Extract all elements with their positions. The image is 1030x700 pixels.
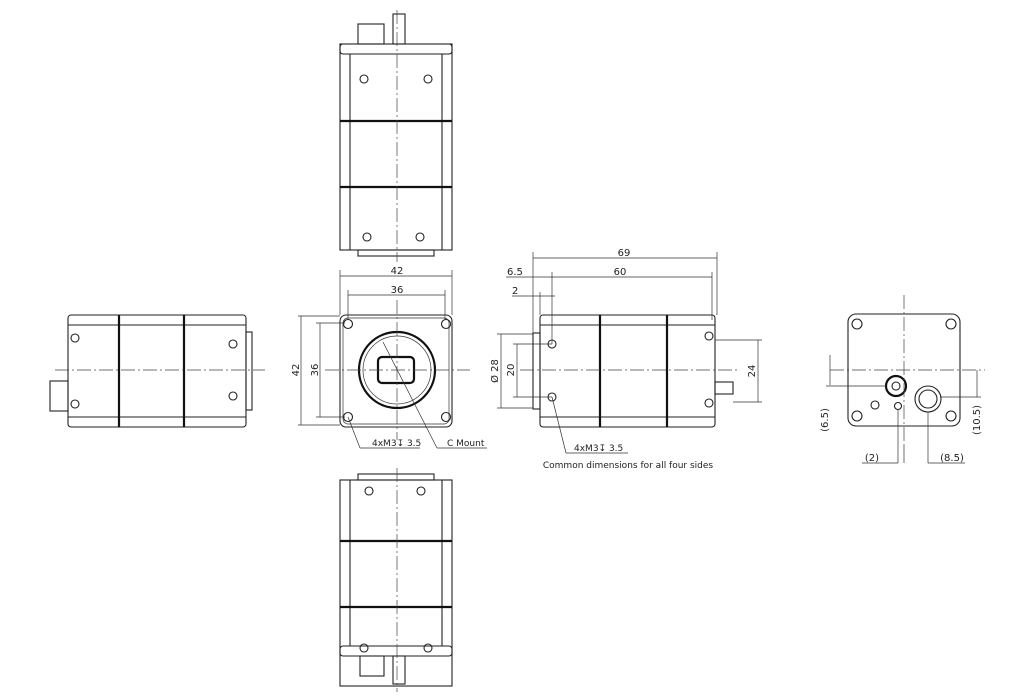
side-total-length-label: 69 bbox=[618, 248, 631, 259]
side-mount-diameter-label: Ø 28 bbox=[489, 359, 501, 383]
front-width-outer-label: 42 bbox=[391, 266, 404, 277]
side-mount-offset-label: 6.5 bbox=[507, 267, 523, 278]
rear-left-vertical-label: (6.5) bbox=[820, 408, 831, 432]
side-view bbox=[497, 252, 762, 454]
side-flange-offset-label: 2 bbox=[512, 286, 518, 297]
side-hole-spacing-label: 20 bbox=[506, 364, 517, 377]
rear-view bbox=[826, 295, 985, 464]
front-screw-callout: 4xM3↧ 3.5 bbox=[372, 439, 421, 449]
front-mount-callout: C Mount bbox=[447, 439, 485, 449]
front-height-holes-label: 36 bbox=[310, 364, 321, 377]
rear-right-vertical-label: (10.5) bbox=[972, 405, 983, 435]
front-view bbox=[298, 270, 487, 449]
side-body-length-label: 60 bbox=[614, 267, 627, 278]
top-view bbox=[339, 10, 453, 262]
rear-bottom-left-label: (2) bbox=[865, 453, 879, 464]
bottom-view bbox=[339, 468, 453, 692]
rear-bottom-right-label: (8.5) bbox=[940, 453, 964, 464]
front-height-outer-label: 42 bbox=[291, 364, 302, 377]
side-screw-callout: 4xM3↧ 3.5 bbox=[574, 444, 623, 454]
front-width-holes-label: 36 bbox=[391, 285, 404, 296]
common-dimensions-note: Common dimensions for all four sides bbox=[543, 461, 714, 471]
left-view bbox=[49, 314, 265, 428]
side-rear-hole-spacing-label: 24 bbox=[747, 365, 758, 378]
